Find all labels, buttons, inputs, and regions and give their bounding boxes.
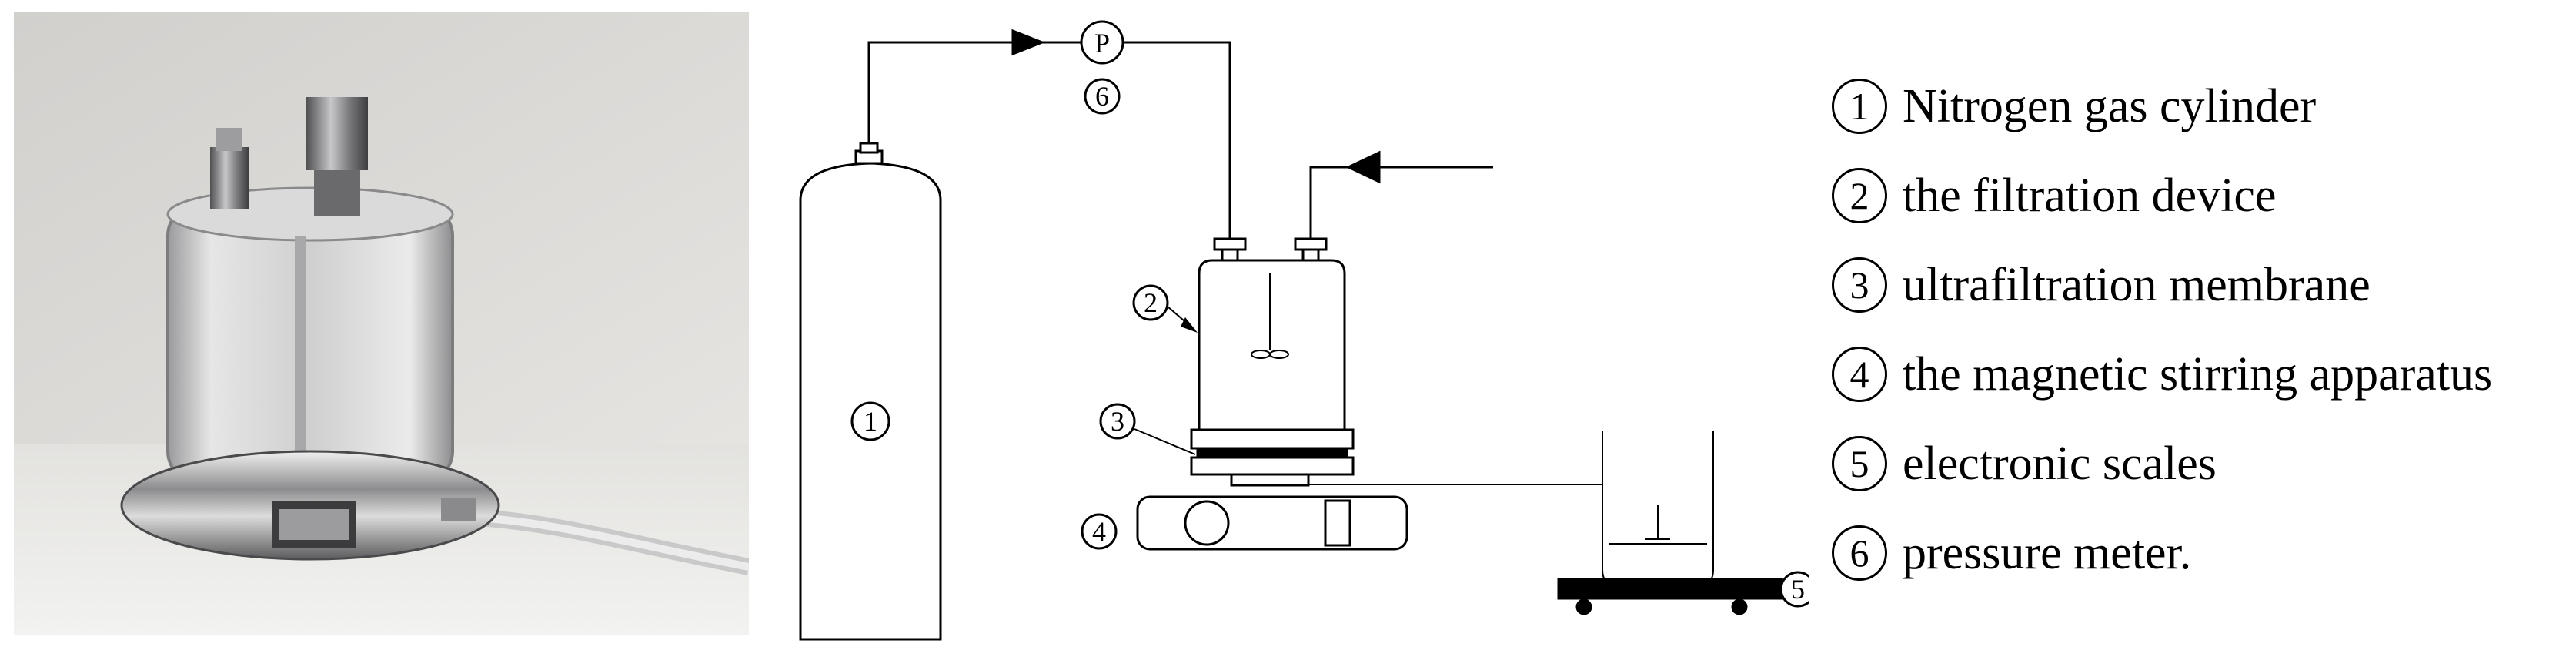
cylinder-number-circle: [850, 401, 890, 441]
meter-number-circle: [1084, 78, 1121, 115]
nitrogen-cylinder: [799, 142, 942, 641]
device-number: 2: [1144, 287, 1158, 318]
left-fitting-stem: [1221, 248, 1239, 262]
legend: 1 Nitrogen gas cylinder 2 the filtration…: [1832, 62, 2571, 598]
legend-item: 4 the magnetic stirring apparatus: [1832, 330, 2571, 419]
legend-item: 1 Nitrogen gas cylinder: [1832, 62, 2571, 151]
base-ring: [1230, 473, 1310, 487]
stirrer-number: 4: [1092, 516, 1106, 547]
stirrer-blade-right: [1269, 350, 1289, 359]
legend-number: 6: [1832, 525, 1887, 581]
stirrer-number-circle: [1081, 513, 1118, 550]
meter-number: 6: [1095, 81, 1109, 112]
right-fitting: [1294, 237, 1328, 251]
legend-number: 2: [1832, 168, 1887, 223]
legend-item: 5 electronic scales: [1832, 419, 2571, 508]
scale-number-circle: [1779, 571, 1809, 608]
magnetic-stirrer: [1136, 495, 1408, 551]
membrane-number-circle: [1099, 403, 1136, 440]
pressure-meter-symbol: P: [1094, 28, 1110, 59]
scale-wheel-right: [1731, 598, 1748, 615]
electronic-scale: [1557, 578, 1783, 600]
ultrafiltration-membrane: [1196, 447, 1348, 459]
right-fitting-stem: [1301, 248, 1320, 262]
stirrer-switch: [1324, 499, 1351, 547]
legend-text: ultrafiltration membrane: [1903, 258, 2371, 311]
filtration-cell-photo: [14, 12, 749, 635]
device-number-circle: [1132, 284, 1169, 321]
filtration-device: [1198, 259, 1346, 431]
legend-number: 1: [1832, 79, 1887, 134]
scale-number: 5: [1791, 574, 1805, 605]
left-fitting: [1213, 237, 1247, 251]
stirrer-knob: [1184, 500, 1230, 546]
legend-item: 3 ultrafiltration membrane: [1832, 240, 2571, 330]
inlet-line: [1309, 166, 1493, 239]
device-leader-head: [1181, 317, 1198, 333]
legend-number: 4: [1832, 347, 1887, 402]
pressure-line: [1123, 41, 1231, 239]
legend-text: pressure meter.: [1903, 526, 2192, 579]
membrane-leader: [1134, 428, 1196, 455]
membrane-number: 3: [1111, 406, 1124, 437]
legend-number: 3: [1832, 257, 1887, 313]
legend-item: 6 pressure meter.: [1832, 508, 2571, 598]
legend-text: the filtration device: [1903, 169, 2277, 222]
legend-number: 5: [1832, 436, 1887, 491]
cylinder-number: 1: [864, 406, 877, 437]
legend-text: the magnetic stirring apparatus: [1903, 347, 2493, 401]
inlet-arrow: [1345, 150, 1381, 184]
bottom-plate: [1190, 456, 1355, 476]
flow-arrow: [1011, 28, 1046, 56]
apparatus-schematic: 1 P 6 2 3 4 5: [799, 20, 1809, 641]
legend-item: 2 the filtration device: [1832, 151, 2571, 240]
gas-line: [867, 41, 1081, 143]
top-plate: [1190, 428, 1355, 450]
legend-text: Nitrogen gas cylinder: [1903, 79, 2317, 132]
scale-wheel-left: [1575, 598, 1592, 615]
legend-text: electronic scales: [1903, 437, 2217, 490]
